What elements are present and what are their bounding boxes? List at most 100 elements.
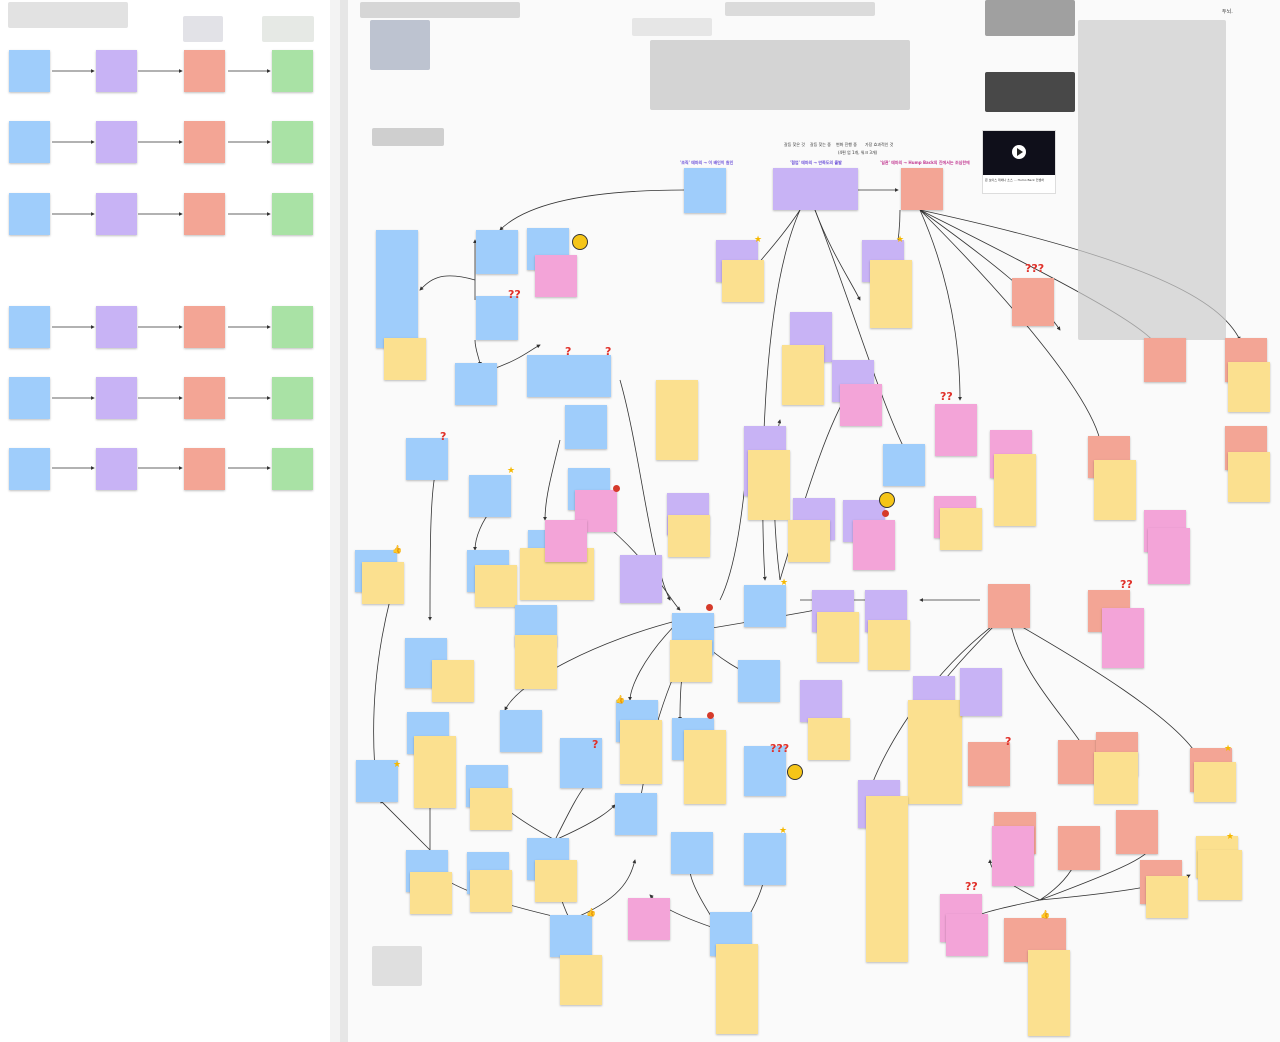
sticky-note[interactable] bbox=[853, 520, 895, 570]
sticky-note[interactable] bbox=[9, 448, 50, 490]
sticky-note[interactable] bbox=[671, 832, 713, 874]
sticky-note[interactable] bbox=[476, 296, 518, 340]
sticky-note[interactable] bbox=[470, 788, 512, 830]
sticky-note[interactable] bbox=[184, 306, 225, 348]
video-preview-card[interactable]: 몬 보이스 테에나 소스 … Humo Back 컨셉하 bbox=[982, 130, 1056, 194]
sticky-note[interactable] bbox=[9, 377, 50, 419]
sticky-note[interactable] bbox=[362, 562, 404, 604]
sticky-note[interactable] bbox=[545, 520, 587, 562]
sticky-note[interactable] bbox=[9, 50, 50, 92]
sticky-note[interactable] bbox=[272, 448, 313, 490]
sticky-note[interactable] bbox=[901, 168, 943, 210]
sticky-note[interactable] bbox=[470, 870, 512, 912]
sticky-note[interactable] bbox=[628, 898, 670, 940]
sticky-note[interactable] bbox=[968, 742, 1010, 786]
sticky-note[interactable] bbox=[870, 260, 912, 328]
sticky-note[interactable] bbox=[1012, 278, 1054, 326]
sticky-note[interactable] bbox=[272, 306, 313, 348]
sticky-note[interactable] bbox=[535, 860, 577, 902]
sticky-note[interactable] bbox=[940, 508, 982, 550]
sticky-note[interactable] bbox=[535, 255, 577, 297]
sticky-note[interactable] bbox=[684, 730, 726, 804]
sticky-note[interactable] bbox=[1228, 362, 1270, 412]
sticky-note[interactable] bbox=[866, 796, 908, 962]
sticky-note[interactable] bbox=[475, 565, 517, 607]
sticky-note[interactable] bbox=[1028, 950, 1070, 1036]
sticky-note[interactable] bbox=[1144, 338, 1186, 382]
sticky-note[interactable] bbox=[272, 121, 313, 163]
sticky-note[interactable] bbox=[744, 585, 786, 627]
sticky-note[interactable] bbox=[96, 448, 137, 490]
sticky-note[interactable] bbox=[469, 475, 511, 517]
sticky-note[interactable] bbox=[960, 668, 1002, 716]
sticky-note[interactable] bbox=[184, 121, 225, 163]
sticky-note[interactable] bbox=[384, 338, 426, 380]
sticky-note[interactable] bbox=[96, 121, 137, 163]
sticky-note[interactable] bbox=[722, 260, 764, 302]
sticky-note[interactable] bbox=[684, 168, 726, 213]
sticky-note[interactable] bbox=[744, 833, 786, 885]
sticky-note[interactable] bbox=[808, 718, 850, 760]
sticky-note[interactable] bbox=[184, 448, 225, 490]
sticky-note[interactable] bbox=[272, 50, 313, 92]
sticky-note[interactable] bbox=[800, 680, 842, 722]
sticky-note[interactable] bbox=[656, 380, 698, 460]
sticky-note[interactable] bbox=[668, 515, 710, 557]
sticky-note[interactable] bbox=[96, 306, 137, 348]
sticky-note[interactable] bbox=[272, 193, 313, 235]
sticky-note[interactable] bbox=[738, 660, 780, 702]
sticky-note[interactable] bbox=[9, 193, 50, 235]
sticky-note[interactable] bbox=[1116, 810, 1158, 854]
sticky-note[interactable] bbox=[414, 736, 456, 808]
sticky-note[interactable] bbox=[782, 345, 824, 405]
sticky-note[interactable] bbox=[184, 50, 225, 92]
sticky-note[interactable] bbox=[432, 660, 474, 702]
sticky-note[interactable] bbox=[184, 377, 225, 419]
sticky-note[interactable] bbox=[527, 355, 611, 397]
sticky-note[interactable] bbox=[184, 193, 225, 235]
sticky-note[interactable] bbox=[1198, 850, 1242, 900]
sticky-note[interactable] bbox=[670, 640, 712, 682]
sticky-note[interactable] bbox=[356, 760, 398, 802]
sticky-note[interactable] bbox=[1094, 752, 1138, 804]
sticky-note[interactable] bbox=[9, 306, 50, 348]
panel-divider[interactable] bbox=[340, 0, 348, 1042]
sticky-note[interactable] bbox=[788, 520, 830, 562]
sticky-note[interactable] bbox=[908, 700, 962, 804]
sticky-note[interactable] bbox=[935, 404, 977, 456]
sticky-note[interactable] bbox=[615, 793, 657, 835]
sticky-note[interactable] bbox=[817, 612, 859, 662]
sticky-note[interactable] bbox=[550, 915, 592, 957]
sticky-note[interactable] bbox=[883, 444, 925, 486]
sticky-note[interactable] bbox=[748, 450, 790, 520]
sticky-note[interactable] bbox=[994, 454, 1036, 526]
sticky-note[interactable] bbox=[1102, 608, 1144, 668]
sticky-note[interactable] bbox=[744, 746, 786, 796]
sticky-note[interactable] bbox=[96, 50, 137, 92]
sticky-note[interactable] bbox=[96, 193, 137, 235]
sticky-note[interactable] bbox=[716, 944, 758, 1034]
sticky-note[interactable] bbox=[410, 872, 452, 914]
sticky-note[interactable] bbox=[9, 121, 50, 163]
sticky-note[interactable] bbox=[376, 230, 418, 348]
sticky-note[interactable] bbox=[96, 377, 137, 419]
sticky-note[interactable] bbox=[992, 826, 1034, 886]
sticky-note[interactable] bbox=[988, 584, 1030, 628]
sticky-note[interactable] bbox=[272, 377, 313, 419]
sticky-note[interactable] bbox=[946, 914, 988, 956]
sticky-note[interactable] bbox=[868, 620, 910, 670]
sticky-note[interactable] bbox=[476, 230, 518, 274]
sticky-note[interactable] bbox=[1194, 762, 1236, 802]
sticky-note[interactable] bbox=[840, 384, 882, 426]
sticky-note[interactable] bbox=[1058, 740, 1100, 784]
sticky-note[interactable] bbox=[1148, 528, 1190, 584]
sticky-note[interactable] bbox=[1058, 826, 1100, 870]
sticky-note[interactable] bbox=[1228, 452, 1270, 502]
sticky-note[interactable] bbox=[565, 405, 607, 449]
sticky-note[interactable] bbox=[773, 168, 858, 210]
sticky-note[interactable] bbox=[406, 438, 448, 480]
play-icon[interactable] bbox=[1012, 145, 1026, 159]
sticky-note[interactable] bbox=[455, 363, 497, 405]
sticky-note[interactable] bbox=[1146, 876, 1188, 918]
sticky-note[interactable] bbox=[515, 635, 557, 689]
